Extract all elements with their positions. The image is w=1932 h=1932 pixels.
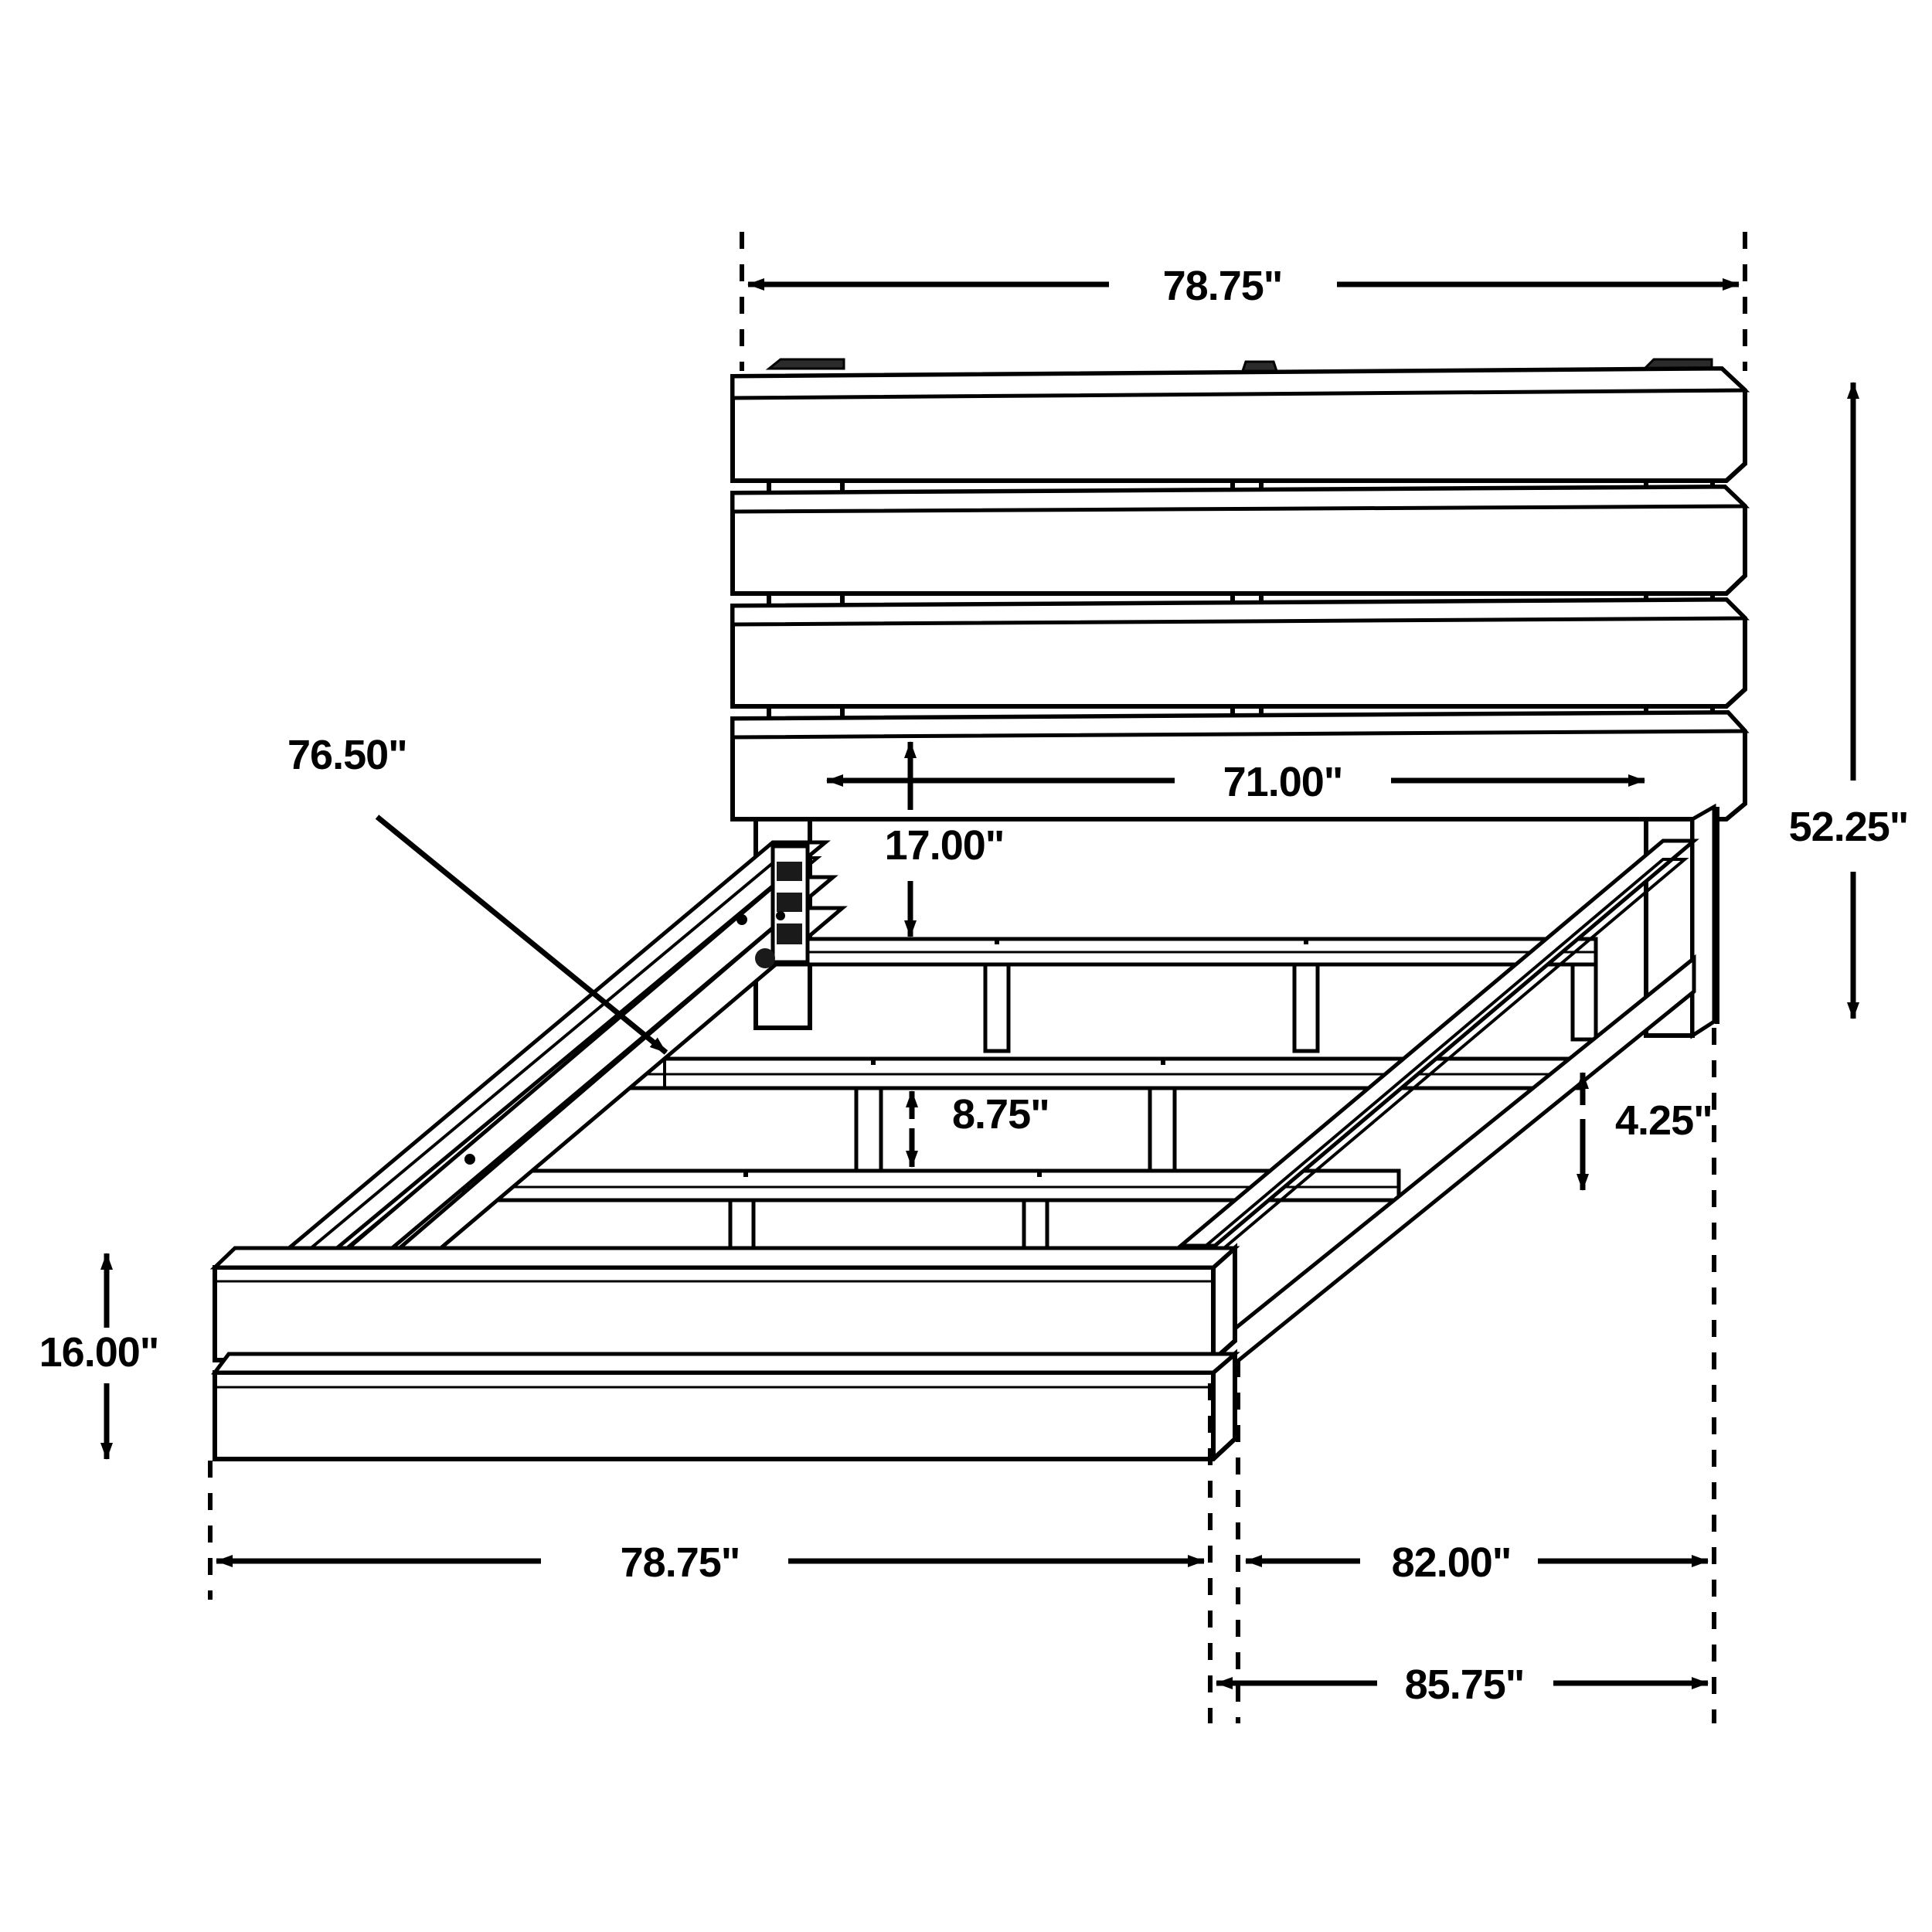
bottom-extension-lines: [208, 1028, 1716, 1723]
dimension-headboard-height: 52.25": [1789, 382, 1909, 1019]
deck-slat-rail-rear: [740, 937, 1598, 967]
rail-screw-hole-2: [464, 1154, 475, 1165]
leader-line: [375, 815, 668, 1055]
dim-label-slat-gap: 8.75": [952, 1091, 1049, 1138]
headboard-slat-2: [730, 484, 1750, 596]
dimension-side-depth: 82.00": [1245, 1539, 1709, 1586]
dim-label-inner-width: 71.00": [1223, 759, 1343, 805]
dimension-inner-width: 71.00": [826, 759, 1645, 805]
dimension-deck-height: 17.00": [885, 741, 1005, 937]
bracket-center: [1240, 360, 1279, 372]
dimension-top-width: 78.75": [740, 232, 1747, 371]
left-rail-bracket: [755, 844, 810, 968]
footboard-panel-upper: [209, 1243, 1240, 1362]
headboard-top-brackets: [765, 358, 1713, 372]
dim-label-rail-drop: 4.25": [1615, 1097, 1713, 1144]
dim-label-deck-height: 17.00": [885, 822, 1005, 869]
dim-label-bottom-width: 78.75": [621, 1539, 740, 1586]
footboard-assembly: [209, 1243, 1240, 1461]
dimension-rail-length: 76.50": [287, 732, 668, 1055]
bracket-left: [765, 358, 845, 370]
dimension-rail-drop: 4.25": [1577, 1072, 1713, 1191]
dim-label-headboard-height: 52.25": [1789, 804, 1909, 850]
left-side-rail: [279, 840, 848, 1316]
dim-label-footboard-height: 16.00": [39, 1329, 159, 1376]
dim-label-side-depth: 82.00": [1392, 1539, 1512, 1586]
dimension-overall-depth: 85.75": [1216, 1662, 1709, 1708]
dim-label-overall-depth: 85.75": [1405, 1662, 1525, 1708]
dimension-bottom-width: 78.75": [216, 1539, 1205, 1586]
dim-label-rail-length: 76.50": [287, 732, 407, 778]
headboard-slat-1: [730, 366, 1750, 483]
headboard-assembly: [730, 358, 1750, 1039]
headboard-slat-4: [730, 709, 1750, 821]
dimension-footboard-height: 16.00": [39, 1253, 159, 1460]
dim-label-top-width: 78.75": [1163, 263, 1283, 309]
deck-rear-support-posts: [983, 962, 1598, 1053]
dimension-slat-gap: 8.75": [906, 1090, 1050, 1168]
rail-screw-hole-1: [736, 914, 747, 925]
headboard-slat-3: [730, 597, 1750, 709]
footboard-panel-lower: [211, 1349, 1240, 1461]
